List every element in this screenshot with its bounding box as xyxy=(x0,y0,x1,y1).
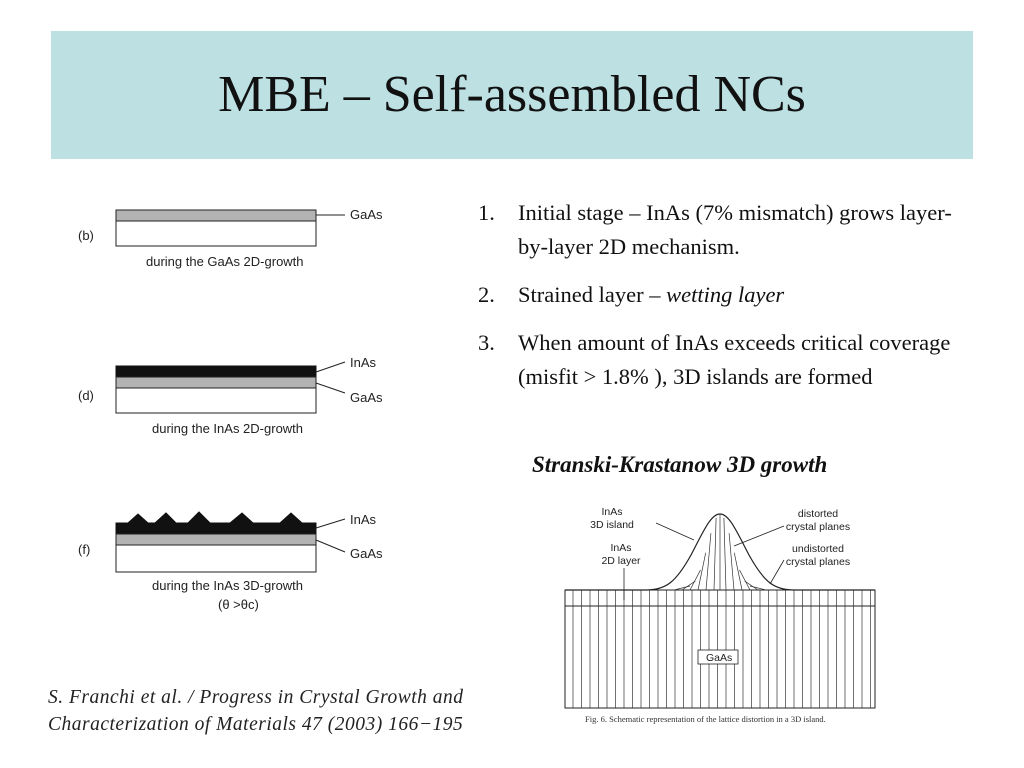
wetting-label-line1: InAs xyxy=(610,542,631,554)
panel-b-caption: during the GaAs 2D-growth xyxy=(146,254,304,269)
island-lattice-line xyxy=(673,585,691,591)
island-lattice-line xyxy=(681,580,696,591)
distorted-pointer xyxy=(733,525,785,547)
growth-diagrams-svg: GaAs (b) during the GaAs 2D-growth InAs … xyxy=(78,207,383,612)
panel-f-label: (f) xyxy=(78,542,90,557)
list-text: When amount of InAs exceeds critical cov… xyxy=(518,330,951,389)
island-label-line2: 3D island xyxy=(590,519,634,531)
substrate-block xyxy=(564,605,876,709)
island-lattice-line xyxy=(713,517,717,591)
slide-title: MBE – Self-assembled NCs xyxy=(218,66,806,123)
growth-diagrams: GaAs (b) during the GaAs 2D-growth InAs … xyxy=(0,0,520,640)
undistorted-label-line1: undistorted xyxy=(792,543,844,555)
citation: S. Franchi et al. / Progress in Crystal … xyxy=(48,684,518,738)
panel-d-inas-label: InAs xyxy=(350,355,377,370)
island-lattice-line xyxy=(689,569,701,591)
list-item: 1. Initial stage – InAs (7% mismatch) gr… xyxy=(478,196,978,264)
substrate-label: GaAs xyxy=(706,652,732,664)
distorted-label-line2: crystal planes xyxy=(786,521,850,533)
island-schematic: GaAs InAs 3D island InAs 2D layer distor… xyxy=(564,506,876,709)
panel-f-condition: (θ >θc) xyxy=(218,597,259,612)
substrate-lattice xyxy=(572,590,871,708)
island-pointer xyxy=(655,522,695,541)
panel-f-caption: during the InAs 3D-growth xyxy=(152,578,303,593)
island-lattice-line xyxy=(749,585,767,591)
island-lattice-line xyxy=(733,552,743,591)
figure-caption: Fig. 6. Schematic representation of the … xyxy=(585,714,826,724)
panel-f: InAs GaAs (f) during the InAs 3D-growth … xyxy=(78,511,383,612)
undistorted-label-line2: crystal planes xyxy=(786,556,850,568)
panel-d-caption: during the InAs 2D-growth xyxy=(152,421,303,436)
list-text: Initial stage – InAs (7% mismatch) grows… xyxy=(518,200,952,259)
island-lattice xyxy=(673,514,767,591)
list-item: 3. When amount of InAs exceeds critical … xyxy=(478,326,978,394)
growth-mode-heading: Stranski-Krastanow 3D growth xyxy=(532,452,828,477)
wetting-layer-band xyxy=(564,589,876,607)
island-lattice-line xyxy=(723,517,727,591)
citation-line1: S. Franchi et al. / Progress in Crystal … xyxy=(48,687,464,708)
island-lattice-line xyxy=(728,533,735,591)
list-item: 2. Strained layer – wetting layer xyxy=(478,278,978,312)
island-lattice-line xyxy=(744,580,759,591)
list-number: 3. xyxy=(478,330,495,355)
growth-steps-list: 1. Initial stage – InAs (7% mismatch) gr… xyxy=(478,196,978,408)
island-lattice-line xyxy=(739,569,751,591)
gaas-label-box xyxy=(697,649,739,665)
panel-d-gaas-label: GaAs xyxy=(350,390,383,405)
panel-b-label: (b) xyxy=(78,228,94,243)
panel-f-gaas-label: GaAs xyxy=(350,546,383,561)
wetting-label-line2: 2D layer xyxy=(601,555,641,567)
panel-d-label: (d) xyxy=(78,388,94,403)
panel-f-inas-label: InAs xyxy=(350,512,377,527)
island-lattice-line xyxy=(697,552,707,591)
distorted-label-line1: distorted xyxy=(798,508,838,520)
list-number: 2. xyxy=(478,282,495,307)
island-lattice-line xyxy=(705,533,712,591)
wetting-layer-term: wetting layer xyxy=(666,282,785,307)
title-bar: MBE – Self-assembled NCs xyxy=(51,31,973,159)
panel-b-gaas-label: GaAs xyxy=(350,207,383,222)
citation-line2: Characterization of Materials 47 (2003) … xyxy=(48,714,464,735)
island-label-line1: InAs xyxy=(601,506,622,518)
list-number: 1. xyxy=(478,200,495,225)
panel-d: InAs GaAs (d) during the InAs 2D-growth xyxy=(78,355,383,436)
list-text: Strained layer – wetting layer xyxy=(518,278,978,312)
panel-b: GaAs (b) during the GaAs 2D-growth xyxy=(78,207,383,269)
undistorted-pointer xyxy=(769,559,785,585)
list-text-prefix: Strained layer – xyxy=(518,282,667,307)
